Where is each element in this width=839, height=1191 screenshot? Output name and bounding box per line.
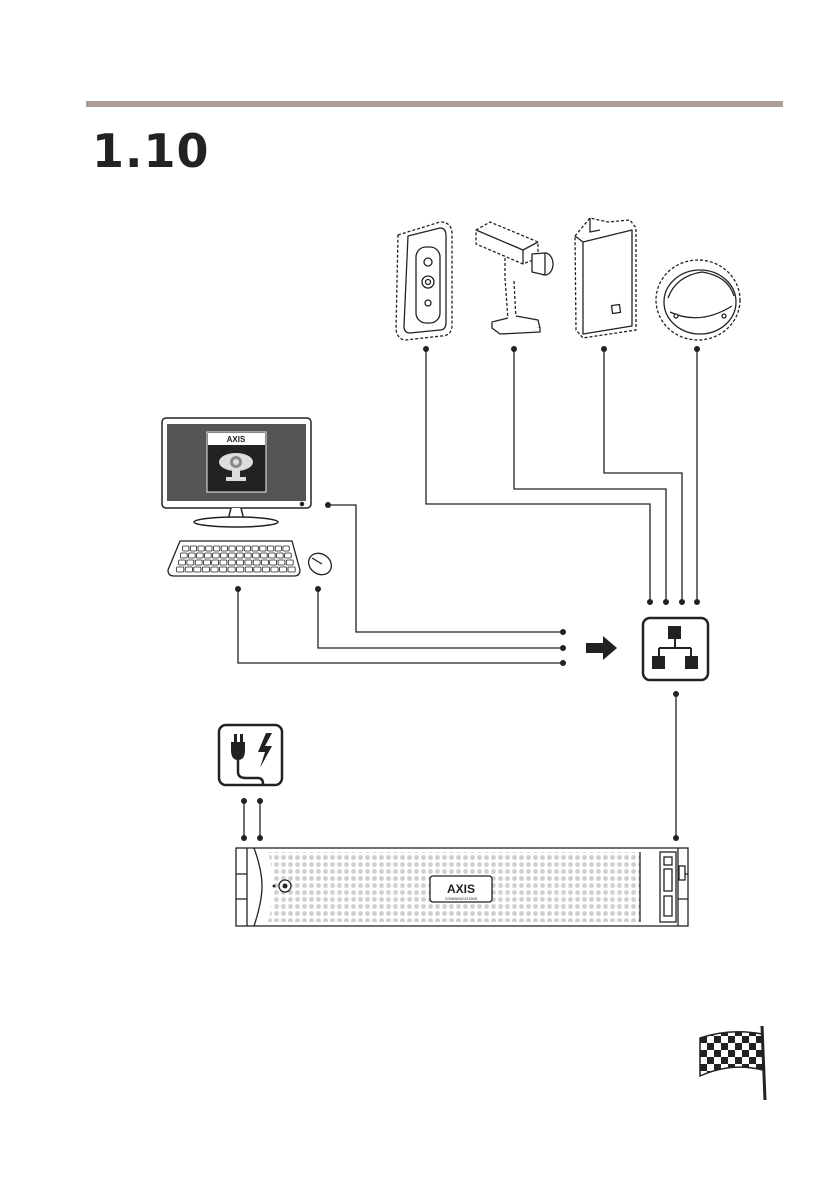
keyboard-key — [286, 560, 293, 565]
keyboard-key — [278, 560, 285, 565]
keyboard-key — [214, 546, 220, 551]
keyboard-key — [285, 553, 292, 558]
keyboard-key — [220, 567, 227, 572]
keyboard-key — [220, 560, 227, 565]
keyboard-key — [187, 560, 194, 565]
checkered-flag-icon — [700, 1026, 765, 1100]
keyboard-key — [205, 553, 212, 558]
keyboard-key — [228, 567, 235, 572]
box-camera-icon — [476, 222, 553, 334]
keyboard-key — [252, 546, 258, 551]
keyboard-key — [181, 553, 188, 558]
keyboard-key — [261, 553, 268, 558]
keyboard-key — [244, 546, 250, 551]
arrow-right-icon — [586, 636, 617, 660]
keyboard-key — [204, 560, 211, 565]
keyboard-key — [237, 546, 243, 551]
sensor-camera-icon — [575, 218, 636, 338]
keyboard-key — [202, 567, 209, 572]
network-switch-icon — [643, 618, 708, 680]
keyboard-key — [262, 560, 269, 565]
wall-camera-icon — [396, 222, 452, 340]
keyboard-icon — [168, 541, 300, 576]
keyboard-key — [229, 546, 235, 551]
server-logo-subtitle: COMMUNICATIONS — [445, 897, 478, 901]
keyboard-key — [183, 546, 189, 551]
keyboard-key — [195, 560, 202, 565]
keyboard-key — [185, 567, 192, 572]
keyboard-key — [271, 567, 278, 572]
keyboard-key — [254, 567, 261, 572]
keyboard-key — [280, 567, 287, 572]
keyboard-key — [270, 560, 277, 565]
keyboard-key — [194, 567, 201, 572]
keyboard-key — [275, 546, 281, 551]
server-axis-logo: AXIS — [447, 882, 475, 896]
keyboard-key — [177, 567, 184, 572]
keyboard-key — [221, 553, 228, 558]
keyboard-key — [269, 553, 276, 558]
power-plug-lightning-icon — [219, 725, 282, 785]
keyboard-key — [245, 560, 252, 565]
keyboard-key — [229, 553, 236, 558]
keyboard-key — [212, 560, 219, 565]
keyboard-key — [211, 567, 218, 572]
mouse-icon — [304, 549, 335, 579]
keyboard-key — [197, 553, 204, 558]
keyboard-key — [268, 546, 274, 551]
keyboard-key — [253, 560, 260, 565]
keyboard-key — [237, 560, 244, 565]
keyboard-key — [262, 567, 269, 572]
keyboard-key — [228, 560, 235, 565]
keyboard-key — [237, 553, 244, 558]
keyboard-key — [213, 553, 220, 558]
keyboard-key — [237, 567, 244, 572]
keyboard-key — [189, 553, 196, 558]
keyboard-key — [288, 567, 295, 572]
keyboard-key — [245, 567, 252, 572]
keyboard-key — [206, 546, 212, 551]
keyboard-key — [253, 553, 260, 558]
keyboard-key — [198, 546, 204, 551]
dome-camera-icon — [656, 260, 740, 340]
keyboard-key — [190, 546, 196, 551]
keyboard-key — [179, 560, 186, 565]
keyboard-key — [283, 546, 289, 551]
keyboard-key — [245, 553, 252, 558]
keyboard-key — [260, 546, 266, 551]
monitor-axis-logo: AXIS — [227, 435, 246, 444]
keyboard-key — [221, 546, 227, 551]
keyboard-key — [277, 553, 284, 558]
